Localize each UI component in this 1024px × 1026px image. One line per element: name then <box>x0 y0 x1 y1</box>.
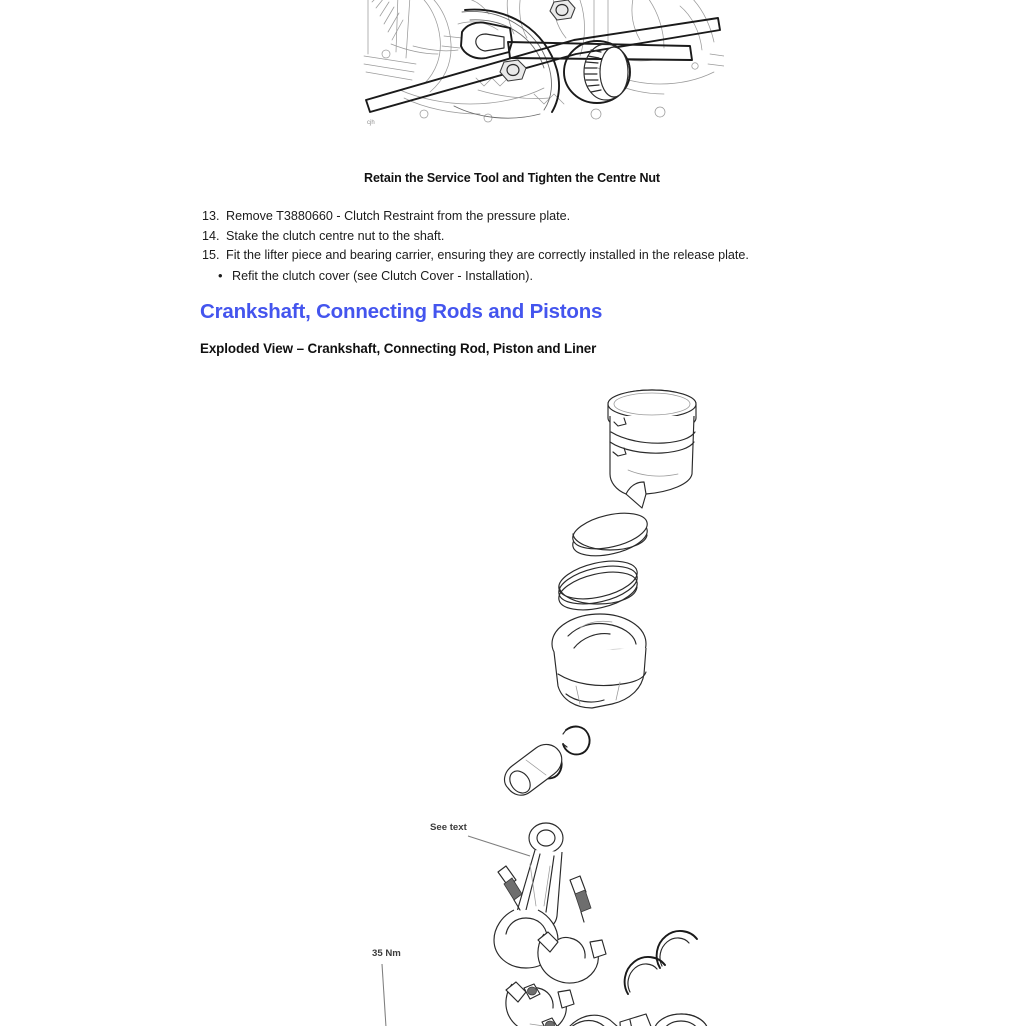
step-number: 15. <box>202 248 220 262</box>
part-gudgeon-pin <box>503 743 563 796</box>
part-circlip-upper <box>562 725 591 756</box>
part-bearing-shell-pair <box>623 930 698 995</box>
callout-label-see-text: See text <box>430 822 468 833</box>
part-compression-ring <box>572 512 648 557</box>
part-cylinder-liner <box>607 389 697 509</box>
bullet-icon: • <box>218 267 223 283</box>
part-connecting-rod-cap-upper <box>537 931 607 984</box>
subsection-heading: Exploded View – Crankshaft, Connecting R… <box>200 341 597 356</box>
figure-exploded-view: See text 35 Nm <box>330 386 750 1026</box>
step-number: 13. <box>202 209 220 223</box>
figure-watermark: cjh <box>367 120 375 126</box>
callout-label-35nm: 35 Nm <box>372 948 401 959</box>
part-main-bearing <box>654 1013 708 1026</box>
step-text: Remove T3880660 - Clutch Restraint from … <box>226 209 571 223</box>
section-heading: Crankshaft, Connecting Rods and Pistons <box>200 300 603 323</box>
figure-service-tool: cjh <box>358 0 724 142</box>
figure-caption: Retain the Service Tool and Tighten the … <box>364 171 660 185</box>
part-connecting-rod-cap <box>505 981 575 1026</box>
bullet-text: Refit the clutch cover (see Clutch Cover… <box>232 268 533 283</box>
part-piston <box>551 613 647 709</box>
step-text: Stake the clutch centre nut to the shaft… <box>226 228 445 243</box>
list-item: 15. Fit the lifter piece and bearing car… <box>202 246 902 266</box>
part-crankshaft <box>569 1013 652 1026</box>
procedure-list: 13. Remove T3880660 - Clutch Restraint f… <box>202 207 902 286</box>
callout-torque-35nm: 35 Nm <box>372 948 401 1026</box>
step-text: Fit the lifter piece and bearing carrier… <box>226 248 749 262</box>
callout-see-text: See text <box>430 822 531 857</box>
step-number: 14. <box>202 228 220 243</box>
part-oil-control-ring <box>558 560 638 611</box>
list-item: 13. Remove T3880660 - Clutch Restraint f… <box>202 207 902 227</box>
list-item: 14. Stake the clutch centre nut to the s… <box>202 227 902 247</box>
list-item: • Refit the clutch cover (see Clutch Cov… <box>202 266 902 287</box>
